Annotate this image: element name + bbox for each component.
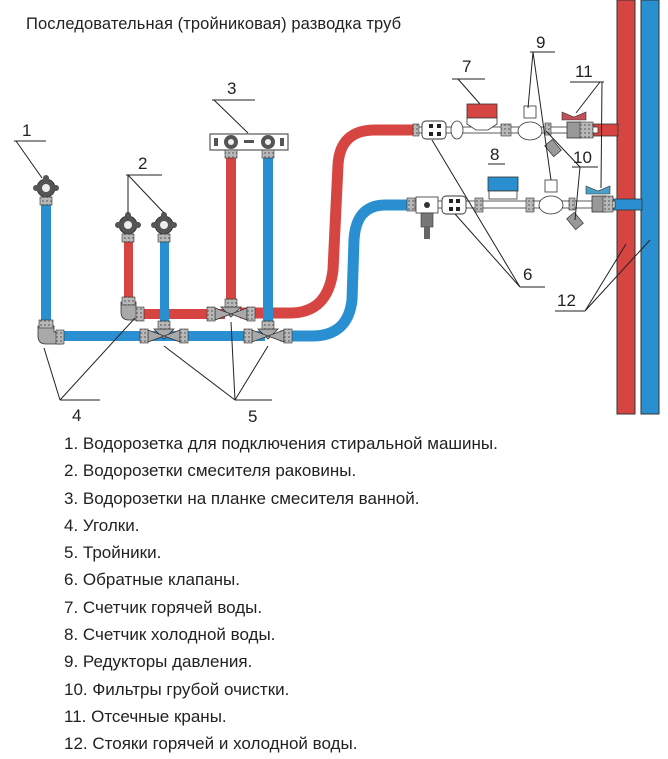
legend-number: 10.: [64, 679, 88, 699]
legend-number: 11.: [64, 706, 87, 726]
plumbing-diagram: 1 2 3 4 5 6 7 8 9 10 11 12: [14, 0, 660, 426]
legend-item: 10. Фильтры грубой очистки.: [64, 676, 498, 703]
elbow-fittings: [37, 296, 145, 345]
legend-item: 12. Стояки горячей и холодной воды.: [64, 730, 498, 757]
callout-2: 2: [138, 154, 147, 173]
wall-outlets: [33, 175, 177, 243]
tee-fittings: [139, 298, 293, 344]
hot-meter-assembly: [412, 103, 599, 158]
legend-text: Счетчик горячей воды.: [82, 597, 263, 617]
legend-number: 5.: [64, 543, 79, 563]
branch-pipes: [41, 150, 273, 328]
legend-item: 6. Обратные клапаны.: [64, 566, 498, 593]
legend-list: 1. Водорозетка для подключения стирально…: [64, 430, 498, 758]
legend-text: Фильтры грубой очистки.: [92, 679, 290, 699]
legend-number: 12.: [64, 734, 88, 754]
cold-meter-assembly: [406, 176, 616, 239]
bath-mixer-plate: [209, 133, 289, 159]
legend-text: Водорозетка для подключения стиральной м…: [82, 434, 498, 453]
callout-12: 12: [557, 291, 576, 310]
legend-number: 7.: [64, 597, 79, 617]
callout-10: 10: [573, 148, 592, 167]
legend-item: 5. Тройники.: [64, 539, 498, 566]
legend-text: Счетчик холодной воды.: [82, 625, 276, 645]
legend-text: Тройники.: [82, 543, 162, 563]
legend-item: 8. Счетчик холодной воды.: [64, 621, 498, 648]
legend-item: 3. Водорозетки на планке смесителя ванно…: [64, 485, 498, 512]
legend-text: Стояки горячей и холодной воды.: [92, 734, 358, 754]
callout-1: 1: [22, 121, 31, 140]
legend-number: 8.: [64, 625, 79, 645]
legend-number: 6.: [64, 570, 79, 590]
legend-number: 9.: [64, 652, 79, 672]
callout-6: 6: [523, 265, 532, 284]
cold-riser: [640, 0, 660, 415]
callout-11: 11: [575, 62, 593, 81]
hot-supply-pipe: [135, 123, 619, 319]
legend-number: 4.: [64, 515, 79, 535]
legend-item: 7. Счетчик горячей воды.: [64, 594, 498, 621]
legend-text: Обратные клапаны.: [82, 570, 240, 590]
callout-8: 8: [490, 145, 499, 164]
diagram-title: Последовательная (тройниковая) разводка …: [26, 15, 402, 33]
legend-number: 2.: [64, 461, 79, 481]
legend-item: 1. Водорозетка для подключения стирально…: [64, 430, 498, 457]
legend-item: 4. Уголки.: [64, 512, 498, 539]
legend-number: 3.: [64, 488, 79, 508]
callout-5: 5: [248, 407, 257, 426]
legend-text: Уголки.: [82, 515, 140, 535]
legend-item: 2. Водорозетки смесителя раковины.: [64, 457, 498, 484]
callout-3: 3: [227, 79, 236, 98]
callout-leaders: [14, 51, 651, 401]
callout-labels: 1 2 3 4 5 6 7 8 9 10 11 12: [22, 33, 593, 426]
callout-7: 7: [462, 57, 471, 76]
legend-text: Редукторы давления.: [82, 652, 253, 672]
callout-9: 9: [536, 33, 545, 52]
legend-item: 9. Редукторы давления.: [64, 648, 498, 675]
legend-text: Отсечные краны.: [91, 706, 227, 726]
legend-item: 11. Отсечные краны.: [64, 703, 498, 730]
legend-number: 1.: [64, 434, 79, 453]
legend-text: Водорозетки смесителя раковины.: [82, 461, 357, 481]
legend-text: Водорозетки на планке смесителя ванной.: [82, 488, 420, 508]
callout-4: 4: [72, 406, 81, 425]
